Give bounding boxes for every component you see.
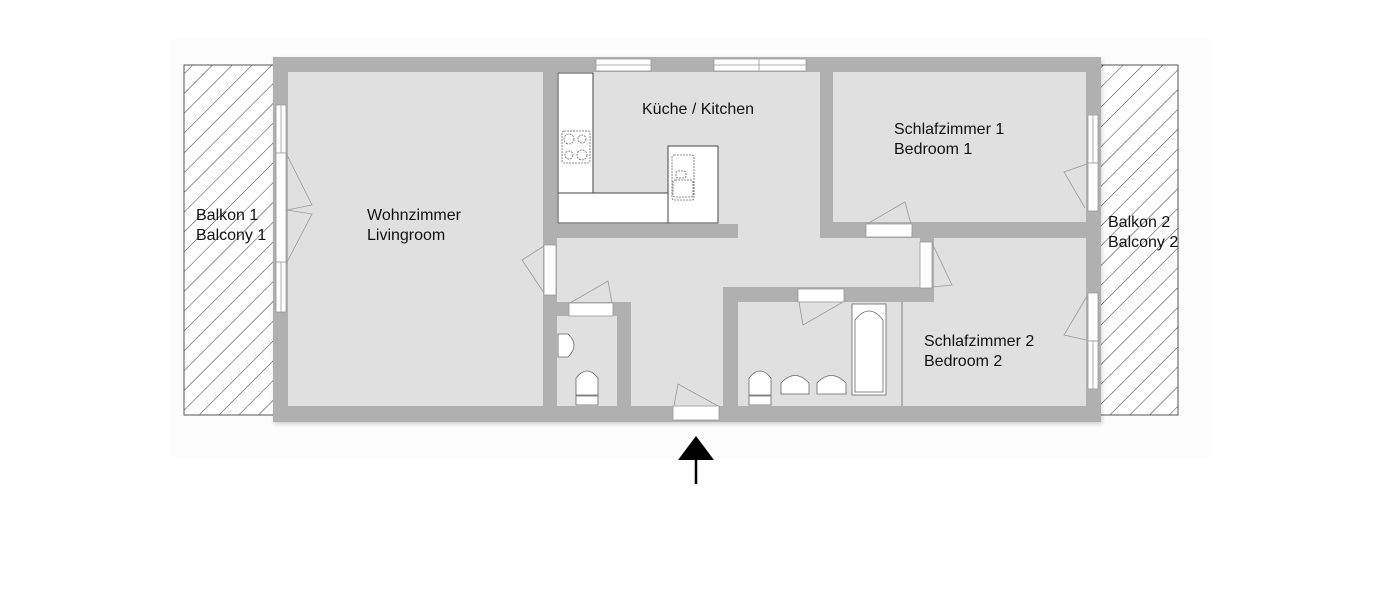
balcony-1-label-de: Balkon 1 (196, 207, 259, 224)
hallway-floor (557, 238, 920, 406)
balcony-2-label: Balkon 2 Balcony 2 (1108, 213, 1178, 253)
bathroom-washbasin-1-icon (780, 375, 810, 395)
window-bedroom2 (1087, 340, 1099, 390)
window-bedroom1 (1087, 114, 1099, 164)
window-livingroom-1 (275, 104, 287, 154)
balcony-1-label: Balkon 1 Balcony 1 (196, 206, 266, 246)
entrance-arrow-icon (678, 436, 714, 484)
bedroom2-label: Schlafzimmer 2 Bedroom 2 (924, 332, 1034, 372)
balcony-door-bedroom1 (1063, 162, 1099, 212)
door-bedroom2 (919, 241, 953, 289)
balcony-2-label-en: Balcony 2 (1108, 234, 1179, 251)
door-bedroom1 (865, 201, 913, 238)
livingroom-label-de: Wohnzimmer (367, 207, 461, 224)
livingroom-label: Wohnzimmer Livingroom (367, 206, 461, 246)
bedroom2-label-de: Schlafzimmer 2 (924, 333, 1035, 350)
window-kitchen-1 (595, 58, 652, 72)
balcony-2-area (1099, 64, 1179, 416)
livingroom-floor (288, 72, 543, 406)
cooktop-icon (561, 130, 591, 164)
kitchen-counter-bottom (557, 192, 669, 224)
sink-icon (671, 154, 695, 201)
kitchen-counter-left (557, 72, 594, 194)
wc-washbasin-icon (557, 333, 575, 358)
hallway-connector (738, 224, 820, 238)
window-livingroom-2 (275, 261, 287, 313)
bedroom1-label: Schlafzimmer 1 Bedroom 1 (894, 120, 1004, 160)
door-wc (568, 280, 614, 317)
wc-toilet-icon (575, 370, 599, 406)
bedroom1-floor (833, 72, 1086, 222)
bathroom-washbasin-2-icon (816, 375, 847, 395)
bedroom1-label-de: Schlafzimmer 1 (894, 121, 1005, 138)
door-bathroom (797, 288, 845, 326)
bedroom2-floor (903, 238, 1086, 406)
bathtub-icon (851, 303, 887, 396)
door-livingroom (521, 244, 557, 296)
livingroom-label-en: Livingroom (367, 227, 446, 244)
bathroom-toilet-icon (748, 370, 772, 406)
bedroom2-label-en: Bedroom 2 (924, 353, 1003, 370)
balcony-2-label-de: Balkon 2 (1108, 214, 1171, 231)
bedroom1-label-en: Bedroom 1 (894, 141, 973, 158)
balcony-1-label-en: Balcony 1 (196, 227, 267, 244)
window-kitchen-2 (713, 58, 807, 72)
kitchen-label: Küche / Kitchen (642, 101, 755, 118)
balcony-1-area (183, 64, 275, 416)
door-entrance (672, 383, 720, 421)
